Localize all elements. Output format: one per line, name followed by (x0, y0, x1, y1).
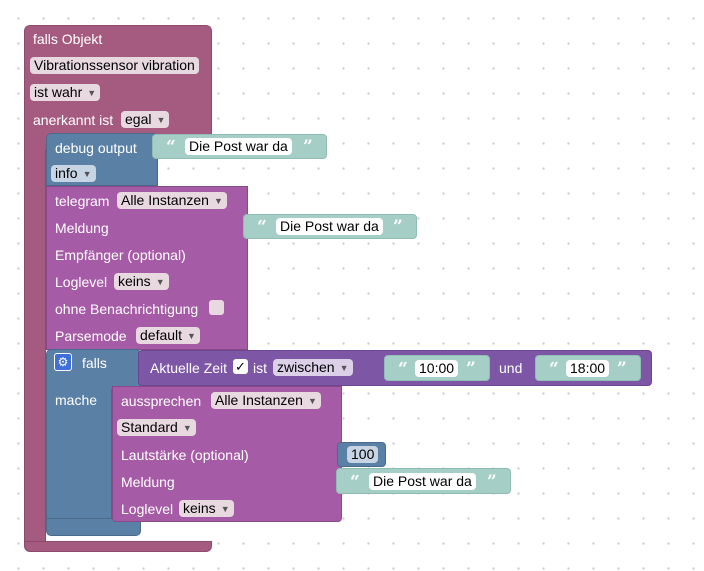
quote-open-icon: “ (549, 359, 559, 379)
debug-output-label: debug output (55, 140, 137, 156)
telegram-instances-dropdown[interactable]: Alle Instanzen ▼ (117, 192, 227, 209)
debug-level-dropdown[interactable]: info ▼ (51, 165, 96, 182)
chevron-down-icon: ▼ (182, 423, 192, 433)
speak-volume-label: Lautstärke (optional) (121, 447, 249, 463)
debug-level-value: info (55, 165, 78, 181)
condition-dropdown[interactable]: ist wahr ▼ (30, 84, 101, 101)
speak-loglevel-dropdown[interactable]: keins ▼ (179, 500, 234, 517)
object-selector[interactable]: Vibrationssensor vibration (30, 57, 199, 74)
time-is-label: ist (253, 360, 267, 376)
gear-icon[interactable]: ⚙ (54, 353, 72, 371)
telegram-parsemode-label: Parsemode (55, 328, 127, 344)
quote-close-icon: ” (303, 137, 313, 157)
speak-message-label: Meldung (121, 474, 175, 490)
trigger-block-spine (24, 150, 46, 543)
if-block-footer (46, 518, 141, 536)
telegram-recipient-label: Empfänger (optional) (55, 247, 186, 263)
speak-type-value: Standard (121, 419, 178, 435)
chevron-down-icon: ▼ (307, 396, 317, 406)
trigger-title: falls Objekt (33, 31, 103, 47)
speak-type-dropdown[interactable]: Standard ▼ (117, 419, 196, 436)
telegram-text-field[interactable]: Die Post war da (276, 218, 383, 235)
chevron-down-icon: ▼ (220, 504, 230, 514)
telegram-loglevel-value: keins (118, 273, 151, 289)
chevron-down-icon: ▼ (156, 115, 166, 125)
quote-close-icon: ” (617, 359, 627, 379)
telegram-instances-value: Alle Instanzen (121, 192, 209, 208)
chevron-down-icon: ▼ (213, 196, 223, 206)
chevron-down-icon: ▼ (82, 169, 92, 179)
ack-dropdown[interactable]: egal ▼ (121, 111, 170, 128)
telegram-silent-checkbox[interactable] (209, 300, 224, 315)
trigger-block-footer (24, 541, 212, 552)
telegram-label: telegram (55, 193, 110, 209)
chevron-down-icon: ▼ (87, 88, 97, 98)
quote-close-icon: ” (487, 472, 497, 492)
time-operator-value: zwischen (277, 359, 335, 375)
time-start-field[interactable]: 10:00 (415, 360, 459, 377)
speak-loglevel-label: Loglevel (121, 501, 174, 517)
speak-loglevel-value: keins (183, 500, 216, 516)
quote-open-icon: “ (257, 217, 267, 237)
chevron-down-icon: ▼ (187, 331, 196, 341)
time-condition-label: Aktuelle Zeit (150, 360, 228, 376)
chevron-down-icon: ▼ (155, 277, 165, 287)
speak-volume-field[interactable]: 100 (347, 446, 379, 463)
time-operator-dropdown[interactable]: zwischen ▼ (273, 359, 353, 376)
object-selector-value: Vibrationssensor vibration (34, 57, 195, 73)
ack-label: anerkannt ist (33, 112, 114, 128)
telegram-message-label: Meldung (55, 220, 109, 236)
telegram-parsemode-dropdown[interactable]: default ▼ (136, 327, 200, 344)
telegram-parsemode-value: default (140, 327, 183, 343)
quote-open-icon: “ (350, 472, 360, 492)
telegram-loglevel-dropdown[interactable]: keins ▼ (114, 273, 169, 290)
chevron-down-icon: ▼ (339, 363, 349, 373)
quote-open-icon: “ (166, 137, 176, 157)
telegram-silent-label: ohne Benachrichtigung (55, 301, 199, 317)
speak-instances-value: Alle Instanzen (215, 392, 303, 408)
time-condition-checkbox[interactable]: ✓ (233, 359, 248, 374)
speak-label: aussprechen (121, 393, 202, 409)
debug-text-field[interactable]: Die Post war da (185, 138, 292, 155)
time-end-field[interactable]: 18:00 (566, 360, 610, 377)
quote-open-icon: “ (398, 359, 408, 379)
if-block-spine (46, 389, 112, 519)
speak-instances-dropdown[interactable]: Alle Instanzen ▼ (211, 392, 321, 409)
condition-dropdown-value: ist wahr (34, 84, 83, 100)
time-and-label: und (499, 360, 523, 376)
quote-close-icon: ” (393, 217, 403, 237)
do-label: mache (55, 392, 98, 408)
telegram-block[interactable] (46, 186, 248, 350)
speak-text-field[interactable]: Die Post war da (369, 473, 476, 490)
telegram-loglevel-label: Loglevel (55, 274, 108, 290)
ack-dropdown-value: egal (125, 111, 152, 127)
quote-close-icon: ” (466, 359, 476, 379)
if-label: falls (82, 355, 107, 371)
